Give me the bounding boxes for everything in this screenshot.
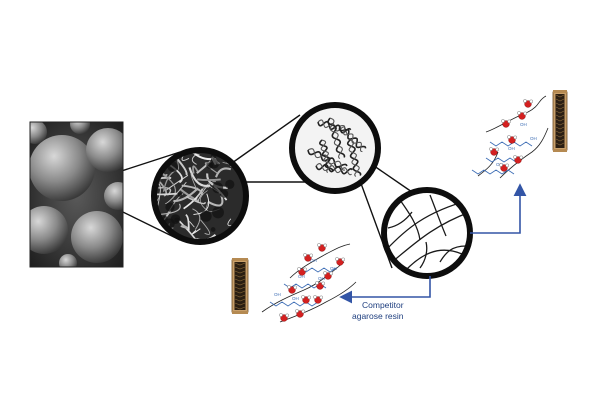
water-molecule-icon xyxy=(297,267,308,276)
water-molecule-icon xyxy=(517,111,528,120)
hydroxyl-label: OH xyxy=(292,296,299,301)
water-molecule-icon xyxy=(499,163,510,172)
polymer-helix-bundle-panel xyxy=(289,102,381,194)
water-molecule-icon xyxy=(317,243,328,252)
water-molecule-icon xyxy=(287,285,298,294)
water-molecule-icon xyxy=(315,281,326,290)
water-molecule-icon xyxy=(301,295,312,304)
hydroxyl-label: OH xyxy=(274,292,281,297)
chromatography-column-icon xyxy=(552,90,568,152)
water-molecule-icon xyxy=(513,155,524,164)
hydroxyl-label: OH xyxy=(508,146,515,151)
chromatography-column-icon xyxy=(231,258,249,314)
hydroxyl-label: OH xyxy=(330,266,337,271)
hydroxyl-label: OH xyxy=(520,122,527,127)
water-molecule-icon xyxy=(279,313,290,322)
zoom-line xyxy=(231,114,301,164)
arrows xyxy=(339,183,527,304)
water-molecule-icon xyxy=(335,257,346,266)
water-molecule-icon xyxy=(501,119,512,128)
water-molecule-icon xyxy=(489,147,500,156)
polymer-chain-lower: OH OH OH OH OH OH xyxy=(261,243,357,323)
sem-fiber-network-panel xyxy=(151,147,249,245)
hydroxyl-label: OH xyxy=(298,274,305,279)
hydroxyl-label: OH xyxy=(318,276,325,281)
water-molecule-icon xyxy=(507,135,518,144)
hydroxyl-label: OH xyxy=(530,136,537,141)
sem-microbeads-panel xyxy=(29,121,124,268)
water-molecule-icon xyxy=(295,309,306,318)
arrow-up-right xyxy=(470,183,527,234)
pore-sketch-panel xyxy=(381,187,473,279)
arrow-left xyxy=(339,276,431,304)
hydroxyl-label: OH xyxy=(310,258,317,263)
water-molecule-icon xyxy=(303,253,314,262)
helix-bundle xyxy=(307,117,367,177)
water-molecule-icon xyxy=(523,99,534,108)
water-molecule-icon xyxy=(313,295,324,304)
water-molecule-icon xyxy=(323,271,334,280)
